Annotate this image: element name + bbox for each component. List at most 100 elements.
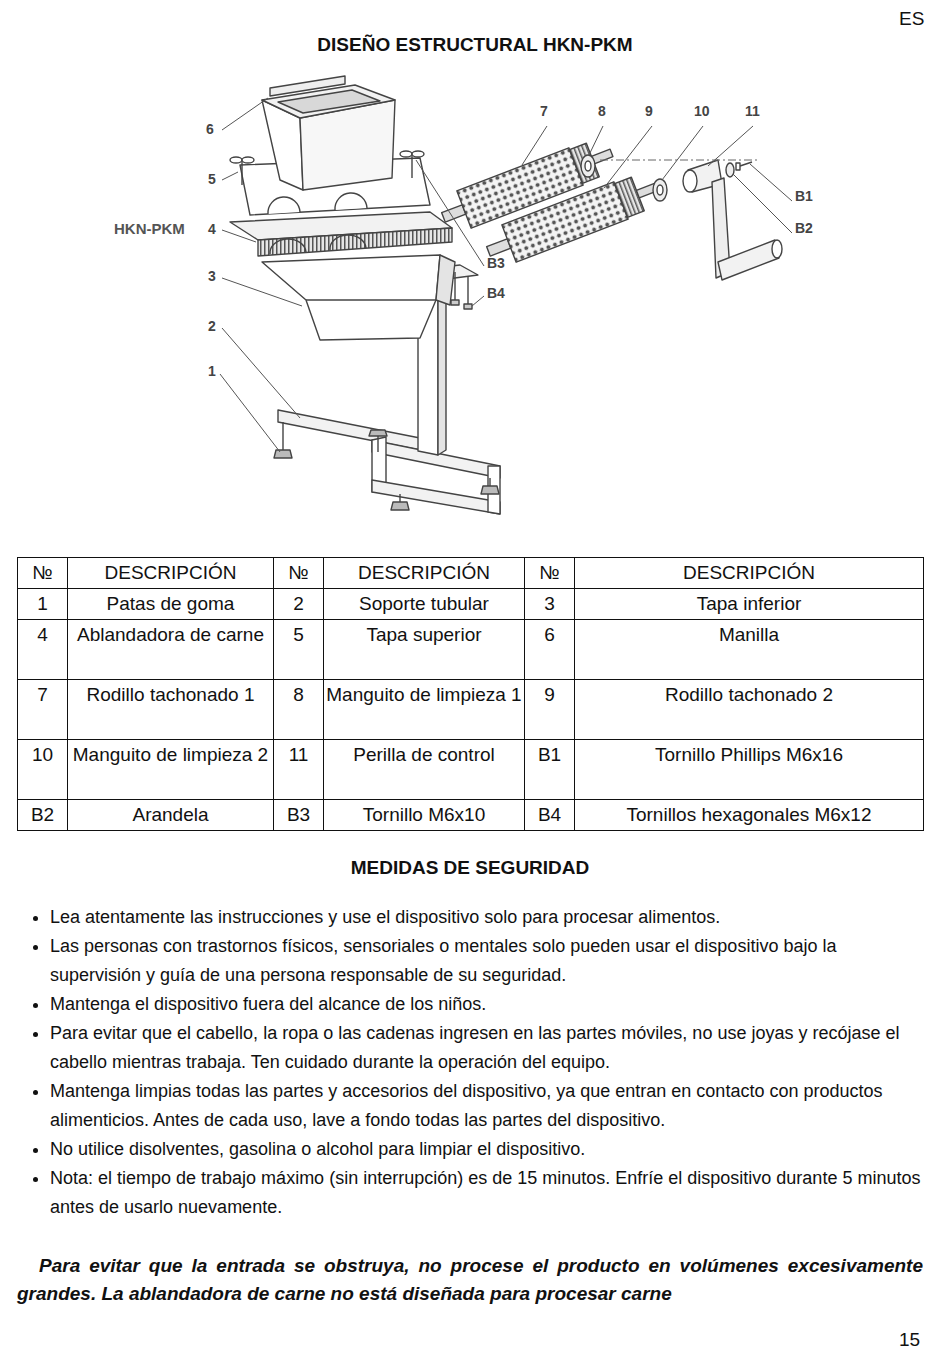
cell-text: 3 bbox=[544, 593, 555, 614]
table-cell: Arandela bbox=[68, 800, 274, 831]
cell-text: DESCRIPCIÓN bbox=[358, 562, 490, 583]
cell-text: B4 bbox=[538, 804, 561, 825]
callout-number: 3 bbox=[208, 268, 216, 284]
cell-text: Tornillo M6x10 bbox=[363, 804, 486, 825]
cell-text: Tapa superior bbox=[366, 624, 481, 645]
cell-text: DESCRIPCIÓN bbox=[105, 562, 237, 583]
table-cell: 1 bbox=[18, 589, 68, 620]
safety-text: Mantenga el dispositivo fuera del alcanc… bbox=[50, 994, 486, 1014]
callout-number: 6 bbox=[206, 121, 214, 137]
safety-item: Mantenga el dispositivo fuera del alcanc… bbox=[50, 990, 923, 1019]
table-cell: Perilla de control bbox=[324, 740, 525, 800]
safety-item: Para evitar que el cabello, la ropa o la… bbox=[50, 1019, 923, 1077]
callout-number: 2 bbox=[208, 318, 216, 334]
note-text: Para evitar que la entrada se obstruya, … bbox=[17, 1255, 923, 1304]
cell-text: Patas de goma bbox=[107, 593, 235, 614]
table-header-cell: DESCRIPCIÓN bbox=[68, 558, 274, 589]
table-cell: Manguito de limpieza 2 bbox=[68, 740, 274, 800]
callout-number: 8 bbox=[598, 103, 606, 119]
table-row: № DESCRIPCIÓN № DESCRIPCIÓN № DESCRIPCIÓN bbox=[18, 558, 924, 589]
cell-text: Rodillo tachonado 1 bbox=[87, 684, 255, 705]
table-cell: Rodillo tachonado 1 bbox=[68, 680, 274, 740]
callout-number: 5 bbox=[208, 171, 216, 187]
callout-number: B1 bbox=[795, 188, 813, 204]
leader-lines bbox=[220, 98, 792, 452]
table-cell: 6 bbox=[525, 620, 575, 680]
callout-number: 4 bbox=[208, 221, 216, 237]
table-cell: Patas de goma bbox=[68, 589, 274, 620]
page-title: DISEÑO ESTRUCTURAL HKN-PKM bbox=[0, 34, 950, 56]
cell-text: 11 bbox=[289, 744, 309, 765]
table-cell: Rodillo tachonado 2 bbox=[575, 680, 924, 740]
cell-text: Manguito de limpieza 2 bbox=[73, 744, 268, 765]
cell-text: Manilla bbox=[719, 624, 779, 645]
page-number: 15 bbox=[899, 1329, 920, 1351]
table-body: № DESCRIPCIÓN № DESCRIPCIÓN № DESCRIPCIÓN 1 Pat… bbox=[18, 558, 924, 831]
exploded-view bbox=[0, 0, 950, 540]
cell-text: 10 bbox=[32, 744, 53, 765]
table-cell: 11 bbox=[274, 740, 324, 800]
table-header-cell: № bbox=[18, 558, 68, 589]
cell-text: DESCRIPCIÓN bbox=[683, 562, 815, 583]
cell-text: 2 bbox=[293, 593, 304, 614]
callout-number: 10 bbox=[694, 103, 710, 119]
cell-text: Tornillos hexagonales M6x12 bbox=[626, 804, 871, 825]
table-row: 7 Rodillo tachonado 1 8 Manguito de limpiez… bbox=[18, 680, 924, 740]
cell-text: B2 bbox=[31, 804, 54, 825]
table-cell: Ablandadora de carne bbox=[68, 620, 274, 680]
safety-text: Las personas con trastornos físicos, sen… bbox=[50, 936, 836, 985]
safety-item: Mantenga limpias todas las partes y acce… bbox=[50, 1077, 923, 1135]
table-cell: B3 bbox=[274, 800, 324, 831]
safety-text: Nota: el tiempo de trabajo máximo (sin i… bbox=[50, 1168, 920, 1217]
machine bbox=[230, 76, 782, 514]
note: Para evitar que la entrada se obstruya, … bbox=[17, 1252, 923, 1308]
cell-text: 9 bbox=[544, 684, 555, 705]
section-heading: MEDIDAS DE SEGURIDAD bbox=[17, 857, 923, 879]
table-header-cell: DESCRIPCIÓN bbox=[324, 558, 525, 589]
callout-number: B2 bbox=[795, 220, 813, 236]
table-cell: B1 bbox=[525, 740, 575, 800]
table-cell: 9 bbox=[525, 680, 575, 740]
model-label: HKN-PKM bbox=[114, 220, 185, 237]
table-cell: 2 bbox=[274, 589, 324, 620]
cell-text: Ablandadora de carne bbox=[77, 624, 264, 645]
table-cell: Manguito de limpieza 1 bbox=[324, 680, 525, 740]
cell-text: № bbox=[288, 562, 308, 583]
cell-text: Perilla de control bbox=[353, 744, 495, 765]
cell-text: 8 bbox=[293, 684, 304, 705]
table-row: 1 Patas de goma 2 Soporte tubular 3 Tapa infe… bbox=[18, 589, 924, 620]
cell-text: 6 bbox=[544, 624, 555, 645]
cell-text: Arandela bbox=[132, 804, 208, 825]
table-row: 10 Manguito de limpieza 2 11 Perilla de con… bbox=[18, 740, 924, 800]
table-cell: 5 bbox=[274, 620, 324, 680]
table-cell: Tornillo Phillips M6x16 bbox=[575, 740, 924, 800]
axis-line bbox=[600, 160, 760, 161]
callout-number: B3 bbox=[487, 255, 505, 271]
table-row: 4Ablandadora de carne5Tapa superior6Mani… bbox=[18, 620, 924, 680]
table-cell: Soporte tubular bbox=[324, 589, 525, 620]
callout-number: 7 bbox=[540, 103, 548, 119]
table-header-cell: № bbox=[525, 558, 575, 589]
table-cell: Tapa inferior bbox=[575, 589, 924, 620]
table-cell: Tornillos hexagonales M6x12 bbox=[575, 800, 924, 831]
cell-text: 5 bbox=[293, 624, 304, 645]
cell-text: B1 bbox=[538, 744, 561, 765]
table-cell: B4 bbox=[525, 800, 575, 831]
cell-text: 7 bbox=[37, 684, 48, 705]
table-cell: 10 bbox=[18, 740, 68, 800]
safety-text: Lea atentamente las instrucciones y use … bbox=[50, 907, 720, 927]
safety-item: No utilice disolventes, gasolina o alcoh… bbox=[50, 1135, 923, 1164]
callout-number: 9 bbox=[645, 103, 653, 119]
table-cell: Tapa superior bbox=[324, 620, 525, 680]
cell-text: Soporte tubular bbox=[359, 593, 489, 614]
safety-text: Para evitar que el cabello, la ropa o la… bbox=[50, 1023, 899, 1072]
parts-table: № DESCRIPCIÓN № DESCRIPCIÓN № DESCRIPCIÓN 1 Pat… bbox=[17, 557, 924, 831]
cell-text: Manguito de limpieza 1 bbox=[326, 684, 521, 705]
cell-text: Tornillo Phillips M6x16 bbox=[655, 744, 843, 765]
table-cell: 7 bbox=[18, 680, 68, 740]
table-cell: 3 bbox=[525, 589, 575, 620]
language-tag: ES bbox=[899, 8, 924, 30]
table-cell: B2 bbox=[18, 800, 68, 831]
callout-number: 11 bbox=[745, 103, 760, 119]
